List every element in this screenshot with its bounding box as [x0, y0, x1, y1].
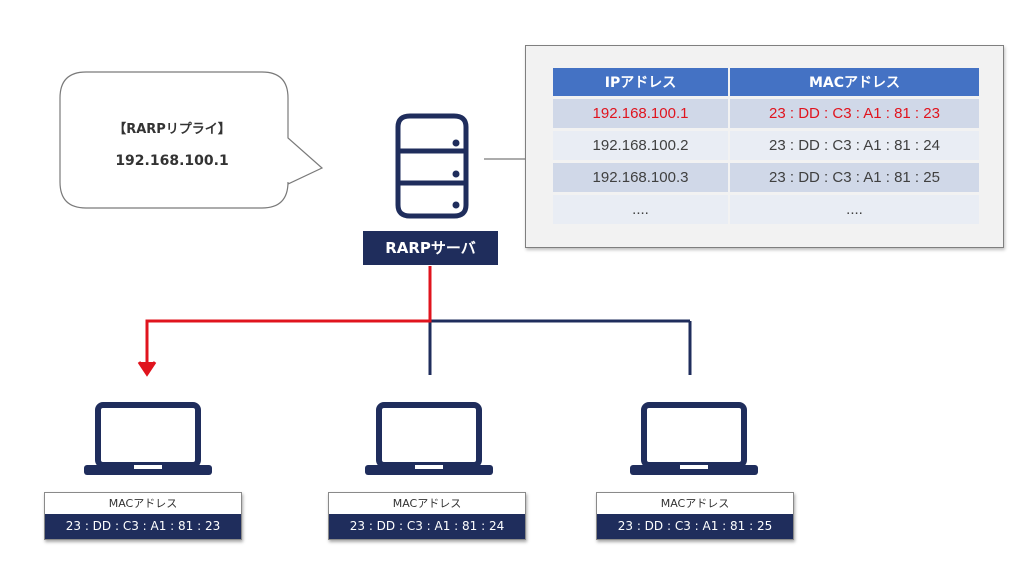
table-row: .... .... — [553, 195, 979, 224]
table-row: 192.168.100.2 23 : DD : C3 : A1 : 81 : 2… — [553, 131, 979, 160]
mac-card-value: 23 : DD : C3 : A1 : 81 : 23 — [45, 514, 241, 539]
mac-column-header: MACアドレス — [730, 68, 979, 96]
database-server-icon — [395, 113, 469, 219]
mac-cell: .... — [730, 195, 979, 224]
bubble-title: 【RARPリプライ】 — [113, 122, 231, 137]
host-mac-card: MACアドレス 23 : DD : C3 : A1 : 81 : 24 — [328, 492, 526, 540]
mac-cell: 23 : DD : C3 : A1 : 81 : 23 — [730, 99, 979, 128]
ip-cell: 192.168.100.2 — [553, 131, 730, 160]
mac-card-value: 23 : DD : C3 : A1 : 81 : 25 — [597, 514, 793, 539]
reply-arrowhead — [139, 362, 155, 375]
ip-cell: .... — [553, 195, 730, 224]
ip-column-header: IPアドレス — [553, 68, 730, 96]
address-table: IPアドレス MACアドレス 192.168.100.1 23 : DD : C… — [553, 65, 979, 227]
address-table-panel: IPアドレス MACアドレス 192.168.100.1 23 : DD : C… — [525, 45, 1004, 248]
ip-cell: 192.168.100.3 — [553, 163, 730, 192]
laptop-icon — [84, 402, 212, 475]
laptop-icon — [365, 402, 493, 475]
table-header-row: IPアドレス MACアドレス — [553, 68, 979, 96]
mac-card-label: MACアドレス — [597, 493, 793, 514]
ip-cell: 192.168.100.1 — [553, 99, 730, 128]
table-row: 192.168.100.3 23 : DD : C3 : A1 : 81 : 2… — [553, 163, 979, 192]
mac-card-label: MACアドレス — [45, 493, 241, 514]
host-mac-card: MACアドレス 23 : DD : C3 : A1 : 81 : 23 — [44, 492, 242, 540]
host-mac-card: MACアドレス 23 : DD : C3 : A1 : 81 : 25 — [596, 492, 794, 540]
mac-cell: 23 : DD : C3 : A1 : 81 : 25 — [730, 163, 979, 192]
table-row: 192.168.100.1 23 : DD : C3 : A1 : 81 : 2… — [553, 99, 979, 128]
mac-card-label: MACアドレス — [329, 493, 525, 514]
mac-cell: 23 : DD : C3 : A1 : 81 : 24 — [730, 131, 979, 160]
mac-card-value: 23 : DD : C3 : A1 : 81 : 24 — [329, 514, 525, 539]
reply-path — [145, 266, 432, 366]
server-label: RARPサーバ — [363, 231, 498, 265]
laptop-icon — [630, 402, 758, 475]
bubble-ip: 192.168.100.1 — [115, 153, 229, 169]
